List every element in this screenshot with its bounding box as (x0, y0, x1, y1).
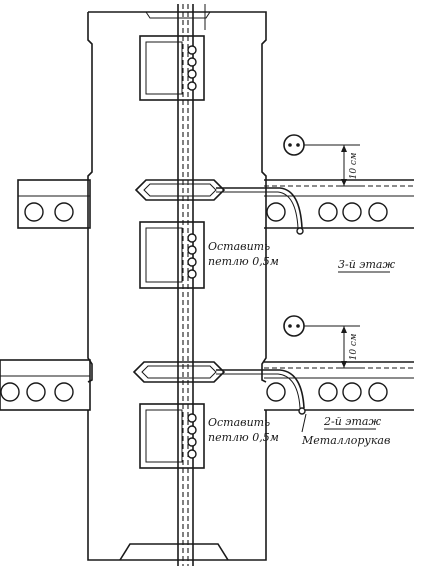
socket-outlet-upper (283, 134, 360, 187)
floor-slab-lower (0, 359, 414, 415)
dimension-upper: 10 см (349, 153, 359, 180)
vertical-cable-bundle (177, 4, 206, 566)
floor-label-3: 3-й этаж (338, 258, 395, 271)
floor-label-2: 2-й этаж (323, 415, 381, 428)
loop-label-upper-line2: петлю 0,5м (208, 255, 279, 268)
distribution-box-middle (139, 221, 205, 289)
distribution-box-top (139, 35, 205, 101)
loop-label-lower-line1: Оставить (208, 416, 270, 429)
socket-outlet-lower (283, 315, 360, 369)
wall-panel (87, 11, 267, 561)
loop-label-lower-line2: петлю 0,5м (208, 431, 279, 444)
dimension-lower: 10 см (349, 334, 359, 361)
metal-hose-leader (301, 413, 307, 433)
floor-slab-upper (17, 179, 414, 235)
metal-hose-label: Металлорукав (301, 434, 390, 447)
distribution-box-bottom (139, 403, 205, 469)
loop-label-upper-line1: Оставить (208, 240, 270, 253)
